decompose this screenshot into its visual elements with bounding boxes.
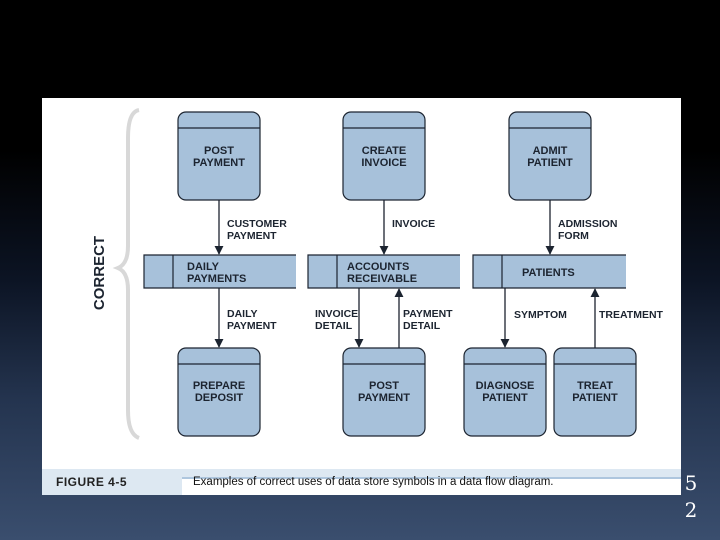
figure-number: FIGURE 4-5 (56, 475, 128, 489)
process-label: POST (204, 145, 234, 157)
flow-label-daily-payment: DAILY (227, 308, 258, 320)
flow-label-treatment: TREATMENT (599, 309, 664, 321)
figure-caption: Examples of correct uses of data store s… (193, 476, 554, 488)
flow-label-invoice-detail: INVOICE (315, 308, 358, 320)
process-treat-patient: TREAT PATIENT (553, 347, 637, 437)
process-create-invoice: CREATE INVOICE (342, 111, 426, 201)
process-label: TREAT (577, 380, 613, 392)
data-flow-diagram: CORRECT POST PAYMENT CREATE INVOICE ADMI… (42, 108, 681, 495)
flow-label-invoice: INVOICE (392, 218, 435, 230)
process-label: DIAGNOSE (476, 380, 535, 392)
flow-label-admission-form: ADMISSION (558, 218, 618, 230)
data-store-label: DAILY (187, 261, 220, 273)
flow-label-admission-form: FORM (558, 230, 589, 242)
process-post-payment-top: POST PAYMENT (177, 111, 261, 201)
process-label: POST (369, 380, 399, 392)
process-label: DEPOSIT (195, 392, 244, 404)
flow-label-invoice-detail: DETAIL (315, 320, 353, 332)
process-label: PATIENT (482, 392, 528, 404)
process-post-payment-bottom: POST PAYMENT (342, 347, 426, 437)
flow-label-daily-payment: PAYMENT (227, 320, 277, 332)
data-store-label: RECEIVABLE (347, 273, 417, 285)
process-label: ADMIT (533, 145, 568, 157)
caption-bar-accent (182, 479, 681, 495)
data-store-label: PAYMENTS (187, 273, 246, 285)
correct-label: CORRECT (91, 236, 108, 310)
flow-label-payment-detail: DETAIL (403, 320, 441, 332)
process-label: CREATE (362, 145, 406, 157)
data-store-daily-payments: DAILY PAYMENTS (143, 254, 296, 289)
process-diagnose-patient: DIAGNOSE PATIENT (463, 347, 547, 437)
data-store-label: PATIENTS (522, 267, 575, 279)
process-label: PAYMENT (358, 392, 410, 404)
data-store-label: ACCOUNTS (347, 261, 409, 273)
process-label: PREPARE (193, 380, 245, 392)
flow-label-customer-payment: PAYMENT (227, 230, 277, 242)
figure-panel: CORRECT POST PAYMENT CREATE INVOICE ADMI… (42, 98, 681, 495)
process-label: PATIENT (527, 157, 573, 169)
flow-label-symptom: SYMPTOM (514, 309, 567, 321)
correct-brace (112, 108, 140, 440)
process-admit-patient: ADMIT PATIENT (508, 111, 592, 201)
process-label: INVOICE (361, 157, 406, 169)
process-prepare-deposit: PREPARE DEPOSIT (177, 347, 261, 437)
slide-number: 52 (684, 471, 698, 522)
caption-bar: FIGURE 4-5 Examples of correct uses of d… (42, 469, 681, 495)
data-store-accounts-receivable: ACCOUNTS RECEIVABLE (307, 254, 460, 289)
process-label: PAYMENT (193, 157, 245, 169)
data-store-patients: PATIENTS (472, 254, 626, 289)
flow-label-customer-payment: CUSTOMER (227, 218, 287, 230)
flow-label-payment-detail: PAYMENT (403, 308, 453, 320)
process-label: PATIENT (572, 392, 618, 404)
